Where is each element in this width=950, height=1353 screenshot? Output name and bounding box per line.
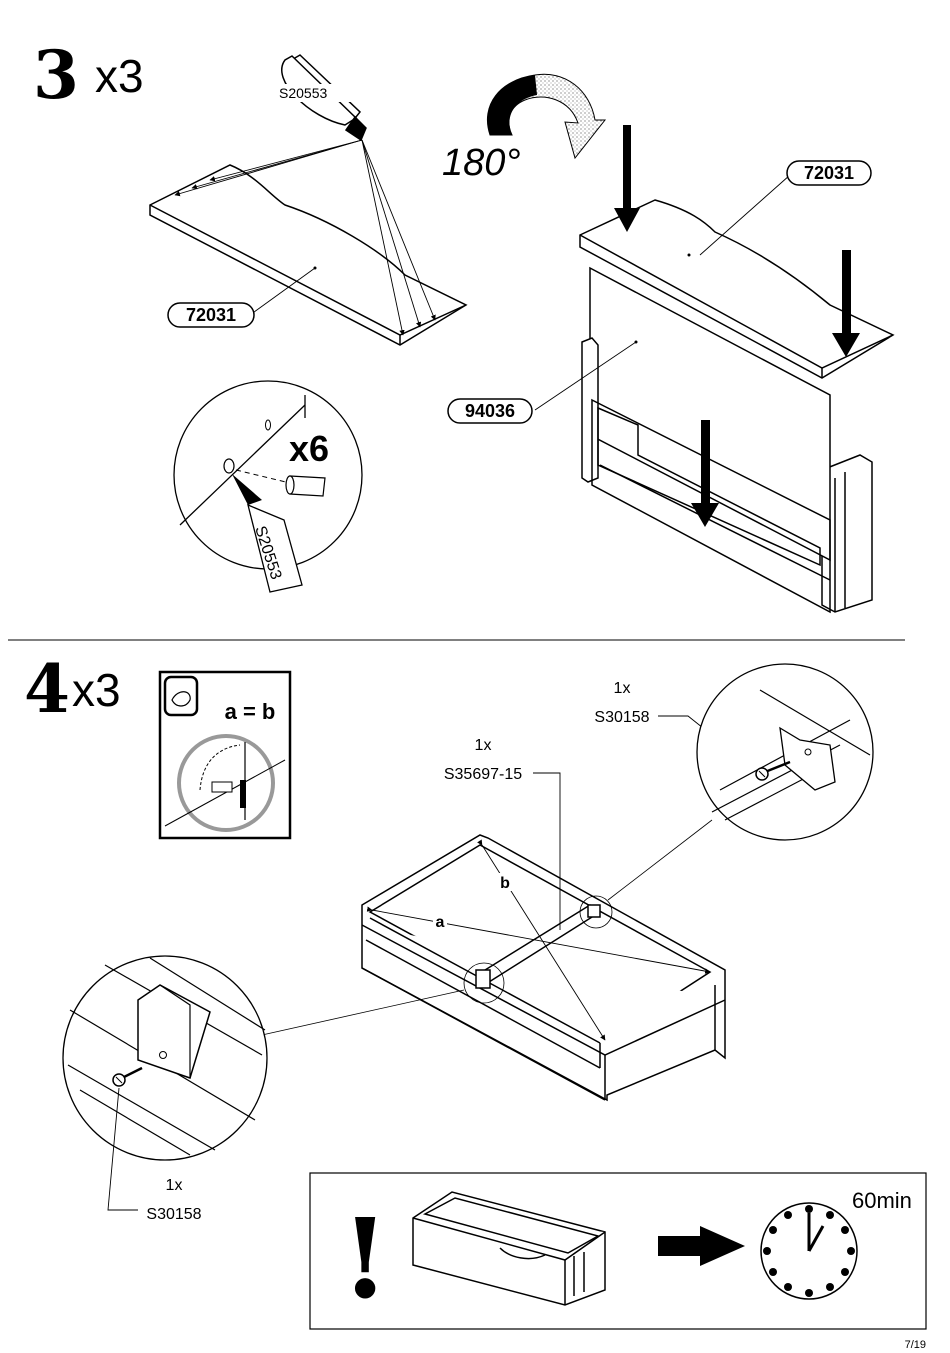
hand-icon [163,675,199,717]
step-4: 4 x3 a = b [24,650,874,1223]
part-label-72031-left: 72031 [186,305,236,325]
drawer-frame [361,834,726,1102]
dowel-count-label: x6 [289,428,329,469]
drying-time-warning: ! [309,1172,927,1330]
step-3: 3 x3 S20553 72031 [33,36,895,614]
part-label-72031-right: 72031 [804,163,854,183]
step-4-multiplier: x3 [72,664,121,716]
step-3-multiplier: x3 [95,50,144,102]
part-pill-72031-left [167,302,255,328]
right-arrow-icon [658,1226,745,1266]
screw-qty-label-right: 1x [614,680,631,697]
screw-code-label-right: S30158 [594,709,649,726]
bracket-detail-right [696,663,874,841]
cabinet-assembly [579,199,895,614]
rail-qty-label: 1x [475,737,492,754]
dowel-detail-circle: S20553 x6 [173,380,363,593]
part-label-94036: 94036 [465,401,515,421]
down-arrows [614,125,860,527]
drying-time-label: 60min [852,1188,912,1213]
step-3-number: 3 [33,36,79,114]
rotation-label: 180° [442,142,521,184]
diagonal-a-label: a [436,914,445,931]
equal-diagonal-note: a = b [225,699,276,724]
part-pill-72031-right [786,160,872,186]
warning-exclamation: ! [341,1194,389,1323]
bracket-detail-left [62,955,268,1161]
page-number: 7/19 [905,1339,926,1351]
drawer-illustration [412,1191,606,1306]
rail-code-label: S35697-15 [444,766,522,783]
zoom-spot-left [463,962,505,1004]
screw-icon-left [112,1066,143,1087]
glue-lines [174,139,436,336]
clock-icon [760,1202,858,1300]
glue-code-label: S20553 [279,85,327,101]
part-pill-94036 [447,398,533,424]
zoom-spot-right [579,895,613,929]
diagonal-check-inset: a = b [158,670,292,840]
rotate-arrow-icon [486,73,607,160]
screw-icon-right [755,760,791,781]
diagonal-b-label: b [500,875,510,892]
screw-code-label-left: S30158 [146,1206,201,1223]
screw-qty-label-left: 1x [166,1177,183,1194]
step-4-number: 4 [24,650,70,728]
